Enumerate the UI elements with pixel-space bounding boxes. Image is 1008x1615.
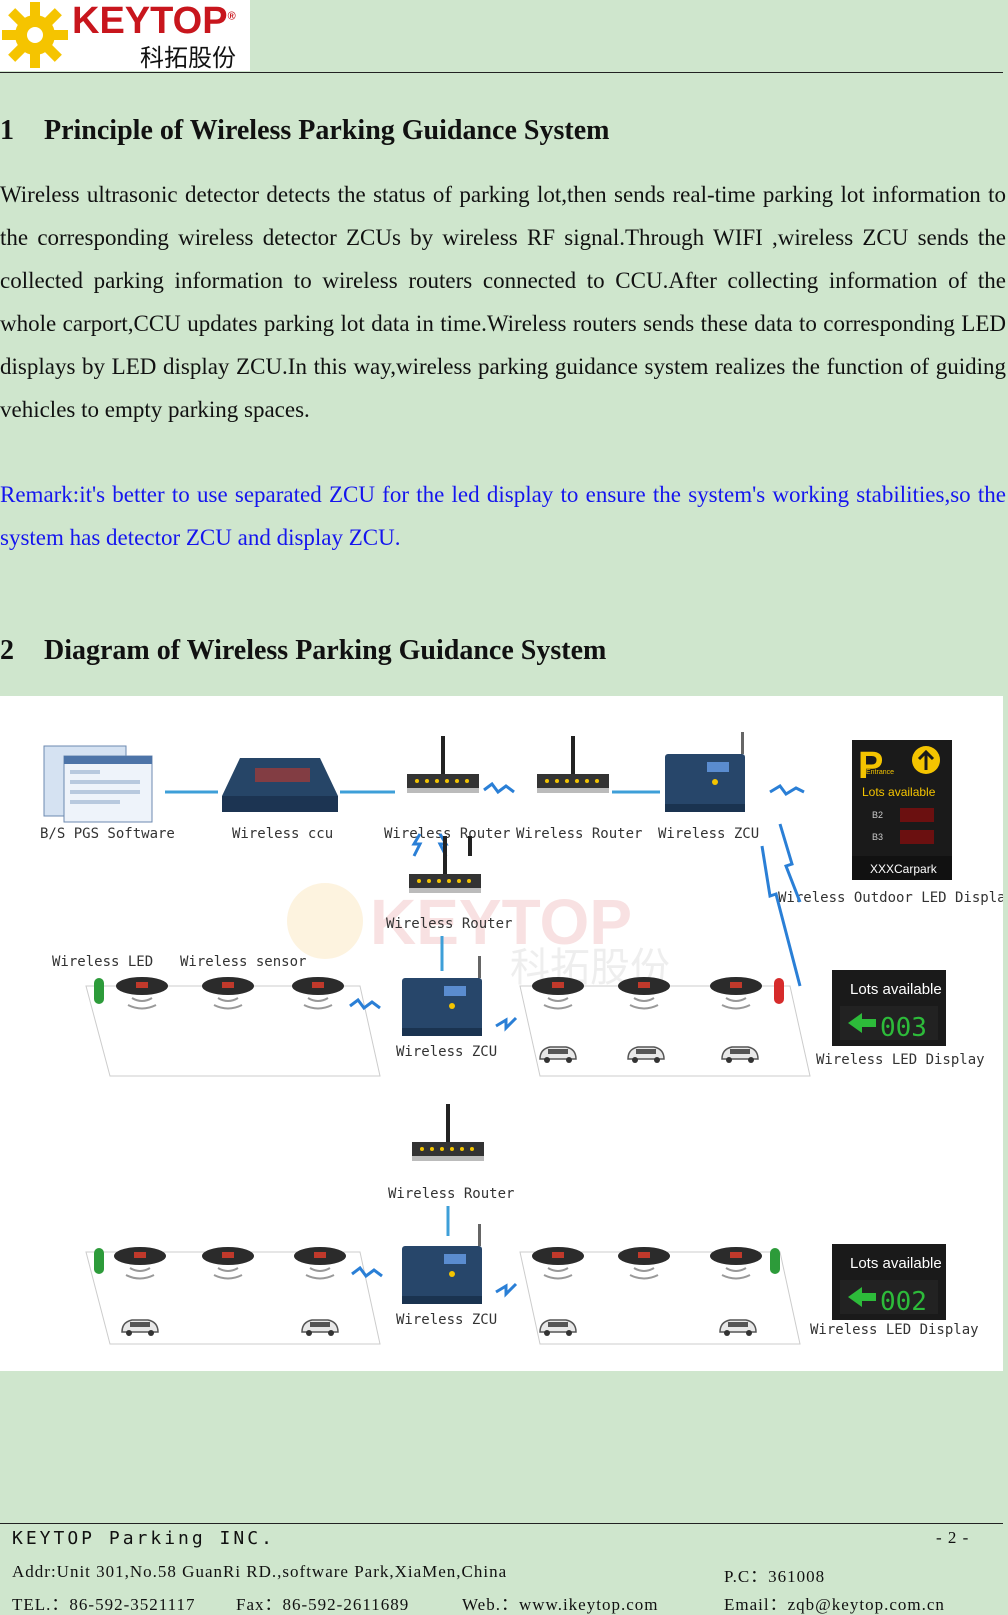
svg-text:002: 002 [880, 1287, 927, 1317]
sensor-icon [709, 976, 763, 1010]
car-icon [721, 1046, 759, 1064]
router-icon [407, 736, 479, 793]
outdoor-led-sign: P Entrance Lots available B2 B3 XXXCarpa… [852, 740, 952, 880]
label-led: Wireless LED [52, 954, 153, 970]
sensor-icon [201, 976, 255, 1010]
svg-text:P: P [858, 745, 883, 787]
sensor-icon [201, 1246, 255, 1280]
sensor-icon [531, 976, 585, 1010]
router-icon-low [412, 1104, 484, 1161]
svg-text:B3: B3 [872, 832, 883, 842]
car-icon [539, 1319, 577, 1337]
green-led-icon [94, 1248, 104, 1274]
section1-paragraph: Wireless ultrasonic detector detects the… [0, 182, 1006, 422]
zcu-icon-low [402, 1224, 482, 1304]
page-header: KEYTOP® 科拓股份 [0, 0, 1003, 73]
svg-text:Lots available: Lots available [850, 981, 942, 998]
svg-text:B2: B2 [872, 810, 883, 820]
section1-title: Principle of Wireless Parking Guidance S… [44, 115, 610, 146]
green-led-icon [94, 978, 104, 1004]
car-icon [627, 1046, 665, 1064]
watermark: KEYTOP 科拓股份 [287, 883, 670, 991]
led-display-2: Lots available 002 [832, 1244, 946, 1320]
logo-brand: KEYTOP® [72, 0, 236, 42]
sensor-icon [709, 1246, 763, 1280]
svg-text:XXXCarpark: XXXCarpark [870, 862, 938, 876]
page-footer: KEYTOP Parking INC. - 2 - Addr:Unit 301,… [0, 1523, 1003, 1614]
car-icon [719, 1319, 757, 1337]
section2-heading: 2 Diagram of Wireless Parking Guidance Sy… [0, 635, 606, 667]
sensor-icon [293, 1246, 347, 1280]
sensor-icon [291, 976, 345, 1010]
svg-text:Lots available: Lots available [862, 785, 936, 799]
sensor-icon [115, 976, 169, 1010]
led-display-1: Lots available 003 [832, 970, 946, 1046]
section1-heading: 1 Principle of Wireless Parking Guidance … [0, 115, 609, 147]
car-icon [539, 1046, 577, 1064]
car-icon [301, 1319, 339, 1337]
section1-remark: Remark:it's better to use separated ZCU … [0, 482, 1006, 550]
label-router-mid: Wireless Router [386, 916, 512, 932]
footer-postal-code: P.C：361008 [724, 1567, 826, 1586]
label-bs-pgs: B/S PGS Software [40, 826, 175, 842]
footer-fax: Fax：86-592-2611689 [236, 1595, 410, 1614]
system-diagram: KEYTOP 科拓股份 B/S PGS Software Wireless cc… [0, 696, 1003, 1371]
zcu-icon [665, 732, 745, 812]
label-router1: Wireless Router [384, 826, 510, 842]
green-led-icon [770, 1248, 780, 1274]
label-sensor: Wireless sensor [180, 954, 306, 970]
watermark-brand: KEYTOP [370, 886, 632, 958]
sensor-icon [617, 976, 671, 1010]
footer-email: Email：zqb@keytop.com.cn [724, 1595, 945, 1614]
label-zcu-low: Wireless ZCU [396, 1312, 497, 1328]
label-outdoor: Wireless Outdoor LED Display [778, 890, 1003, 906]
label-router2: Wireless Router [516, 826, 642, 842]
svg-text:Lots available: Lots available [850, 1255, 942, 1272]
footer-page-number: - 2 - [936, 1528, 970, 1547]
ccu-icon [222, 758, 338, 812]
label-led-display1: Wireless LED Display [816, 1052, 985, 1068]
footer-address: Addr:Unit 301,No.58 GuanRi RD.,software … [12, 1562, 508, 1581]
logo: KEYTOP® 科拓股份 [0, 0, 250, 72]
router-icon-2 [537, 736, 609, 793]
section2-title: Diagram of Wireless Parking Guidance Sys… [44, 635, 607, 666]
label-ccu: Wireless ccu [232, 826, 333, 842]
footer-tel: TEL.：86-592-3521117 [12, 1595, 196, 1614]
footer-company: KEYTOP Parking INC. [12, 1528, 275, 1549]
sensor-icon [113, 1246, 167, 1280]
car-icon [121, 1319, 159, 1337]
footer-web: Web.：www.ikeytop.com [462, 1595, 659, 1614]
sensor-icon [531, 1246, 585, 1280]
keytop-puzzle-icon [2, 2, 68, 68]
section1-number: 1 [0, 115, 14, 146]
label-zcu-top: Wireless ZCU [658, 826, 759, 842]
red-led-icon [774, 978, 784, 1004]
pgs-software-icon [43, 745, 153, 823]
logo-brand-cn: 科拓股份 [140, 44, 236, 72]
svg-text:003: 003 [880, 1013, 927, 1043]
sensor-icon [617, 1246, 671, 1280]
section2-number: 2 [0, 635, 14, 666]
label-led-display2: Wireless LED Display [810, 1322, 979, 1338]
label-router-low: Wireless Router [388, 1186, 514, 1202]
svg-text:Entrance: Entrance [866, 769, 894, 776]
label-zcu-mid: Wireless ZCU [396, 1044, 497, 1060]
